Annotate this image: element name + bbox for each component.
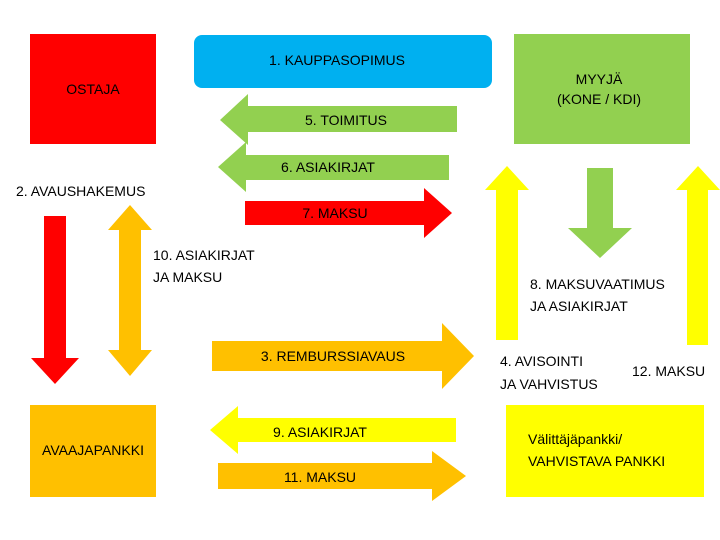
myyja-box bbox=[514, 34, 690, 144]
maksuvaatimus-arrow bbox=[568, 168, 632, 258]
maksu7-label: 7. MAKSU bbox=[302, 205, 367, 221]
myyja-label-line2: (KONE / KDI) bbox=[557, 91, 641, 107]
remburssiavaus-arrow bbox=[212, 323, 474, 389]
maksu12-label: 12. MAKSU bbox=[632, 363, 705, 379]
maksu11-label: 11. MAKSU bbox=[284, 469, 356, 485]
maksuvaatimus-label-line2: JA ASIAKIRJAT bbox=[530, 298, 628, 314]
avaajapankki-label: AVAAJAPANKKI bbox=[42, 442, 144, 458]
avisointi-label-line1: 4. AVISOINTI bbox=[500, 353, 583, 369]
asiakirjat6-arrow bbox=[218, 142, 449, 192]
maksu7-arrow bbox=[245, 188, 452, 238]
ostaja-box bbox=[30, 34, 156, 144]
maksuvaatimus-label-line1: 8. MAKSUVAATIMUS bbox=[530, 276, 665, 292]
maksu12-arrow bbox=[676, 166, 720, 345]
remburssiavaus-label: 3. REMBURSSIAVAUS bbox=[261, 348, 405, 364]
valittajapankki-label-line2: VAHVISTAVA PANKKI bbox=[528, 453, 665, 469]
asiakirjat9-label: 9. ASIAKIRJAT bbox=[273, 424, 367, 440]
toimitus-label: 5. TOIMITUS bbox=[305, 112, 387, 128]
avisointi-arrow bbox=[485, 166, 529, 340]
asiakirjat-maksu-label-line2: JA MAKSU bbox=[153, 269, 222, 285]
asiakirjat-maksu-label-line1: 10. ASIAKIRJAT bbox=[153, 247, 255, 263]
kauppasopimus-label: 1. KAUPPASOPIMUS bbox=[269, 52, 405, 68]
asiakirjat6-label: 6. ASIAKIRJAT bbox=[281, 159, 375, 175]
avaushakemus-label: 2. AVAUSHAKEMUS bbox=[16, 183, 145, 199]
maksu11-arrow bbox=[218, 451, 466, 501]
valittajapankki-label-line1: Välittäjäpankki/ bbox=[528, 431, 622, 447]
myyja-label-line1: MYYJÄ bbox=[576, 71, 623, 87]
ostaja-label: OSTAJA bbox=[66, 81, 120, 97]
asiakirjat-maksu-arrow bbox=[108, 205, 152, 376]
valittajapankki-box bbox=[506, 405, 704, 497]
avaajapankki-box bbox=[30, 405, 156, 497]
asiakirjat9-arrow bbox=[210, 406, 456, 454]
avaushakemus-arrow bbox=[31, 216, 79, 384]
kauppasopimus-box bbox=[194, 35, 492, 88]
toimitus-arrow bbox=[220, 94, 457, 145]
avisointi-label-line2: JA VAHVISTUS bbox=[500, 376, 598, 392]
